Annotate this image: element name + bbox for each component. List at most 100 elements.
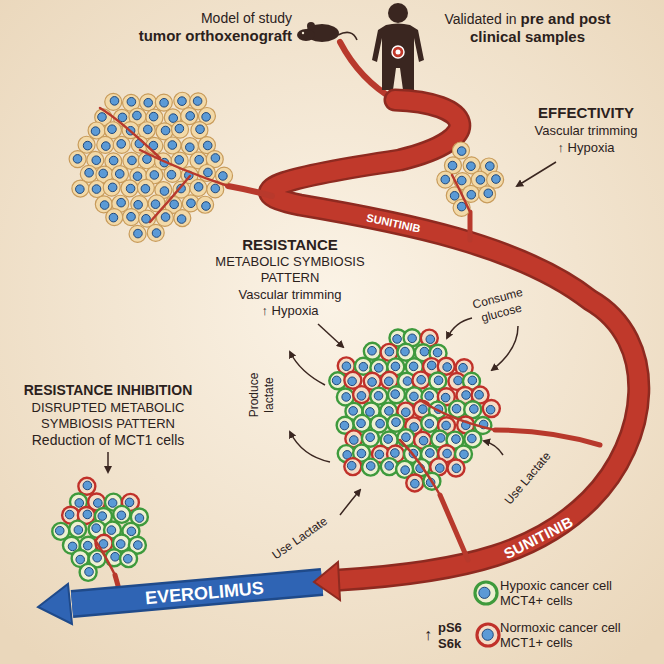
cell-nucleus bbox=[83, 541, 92, 550]
cancer-cell bbox=[452, 142, 469, 159]
vessel bbox=[150, 176, 190, 222]
cell-nucleus bbox=[457, 176, 466, 185]
cancer-cell bbox=[164, 137, 181, 154]
cell-nucleus bbox=[479, 587, 490, 598]
cell-nucleus bbox=[92, 524, 101, 533]
cell-nucleus bbox=[443, 363, 452, 372]
cell-nucleus bbox=[433, 348, 442, 357]
cell-nucleus bbox=[68, 542, 77, 551]
mouse-head bbox=[297, 29, 315, 41]
cancer-cell bbox=[190, 179, 207, 196]
cancer-cell bbox=[80, 564, 97, 581]
cell-nucleus bbox=[150, 171, 159, 180]
cancer-cell bbox=[406, 474, 423, 491]
cell-nucleus bbox=[460, 450, 469, 459]
cancer-cell bbox=[344, 458, 361, 475]
flow-arrow bbox=[492, 326, 518, 370]
cell-nucleus bbox=[187, 199, 196, 208]
cell-nucleus bbox=[452, 435, 461, 444]
cancer-cell bbox=[388, 386, 405, 403]
label: ↑ Hypoxia bbox=[557, 140, 614, 156]
cell-nucleus bbox=[92, 185, 101, 194]
cell-nucleus bbox=[144, 98, 153, 107]
label: METABOLIC SYMBIOSIS PATTERN bbox=[195, 254, 385, 286]
cell-nucleus bbox=[117, 511, 126, 520]
cell-nucleus bbox=[116, 540, 125, 549]
cell-nucleus bbox=[359, 362, 368, 371]
cell-nucleus bbox=[452, 464, 461, 473]
cell-nucleus bbox=[108, 499, 117, 508]
label: pS6 S6k bbox=[438, 620, 462, 652]
arrowhead bbox=[38, 584, 72, 624]
cancer-cell bbox=[448, 460, 465, 477]
cell-nucleus bbox=[368, 378, 377, 387]
cell-nucleus bbox=[109, 213, 118, 222]
cell-nucleus bbox=[457, 202, 466, 211]
cancer-cell bbox=[353, 386, 370, 403]
cell-nucleus bbox=[149, 112, 158, 121]
inner-vessels bbox=[95, 108, 495, 575]
cell-nucleus bbox=[462, 391, 471, 400]
cell-nucleus bbox=[441, 175, 450, 184]
mouse-tail bbox=[338, 32, 357, 40]
cell-nucleus bbox=[108, 183, 117, 192]
vessel bbox=[100, 108, 160, 158]
cell-nucleus bbox=[133, 111, 142, 120]
cancer-cell bbox=[113, 136, 130, 153]
label: Reduction of MCT1 cells bbox=[32, 432, 185, 449]
cancer-cell bbox=[106, 209, 123, 226]
flow-arrow bbox=[340, 490, 360, 515]
cell-nucleus bbox=[175, 156, 184, 165]
cell-nucleus bbox=[425, 392, 434, 401]
cell-nucleus bbox=[452, 404, 461, 413]
cancer-cell bbox=[174, 92, 191, 109]
cancer-cell bbox=[381, 458, 398, 475]
cell-nucleus bbox=[426, 449, 435, 458]
cell-nucleus bbox=[204, 168, 213, 177]
cell-nucleus bbox=[117, 198, 126, 207]
cell-nucleus bbox=[111, 552, 120, 561]
cell-nucleus bbox=[408, 334, 417, 343]
cell-nucleus bbox=[186, 143, 195, 152]
cancer-cell bbox=[78, 478, 95, 495]
cell-nucleus bbox=[368, 346, 377, 355]
cell-nucleus bbox=[366, 433, 375, 442]
cell-nucleus bbox=[83, 141, 92, 150]
cell-nucleus bbox=[186, 112, 195, 121]
label: Validated in bbox=[444, 11, 516, 27]
cell-nucleus bbox=[202, 202, 211, 211]
cell-nucleus bbox=[92, 156, 101, 165]
cancer-cell bbox=[137, 179, 154, 196]
cell-nucleus bbox=[411, 479, 420, 488]
vessel-road bbox=[270, 100, 639, 580]
cancer-cell bbox=[147, 224, 164, 241]
cell-nucleus bbox=[85, 168, 94, 177]
flow-arrow bbox=[447, 318, 472, 338]
cancer-cell bbox=[140, 94, 157, 111]
cell-nucleus bbox=[392, 418, 401, 427]
label: SUNITINIB bbox=[365, 210, 422, 235]
cell-nucleus bbox=[450, 191, 459, 200]
cell-nucleus bbox=[467, 162, 476, 171]
arrowhead bbox=[314, 562, 340, 600]
cell-nucleus bbox=[409, 362, 418, 371]
cell-nucleus bbox=[402, 433, 411, 442]
cell-nucleus bbox=[475, 390, 484, 399]
cell-nucleus bbox=[468, 434, 477, 443]
cancer-cell bbox=[97, 136, 114, 153]
cancer-cell bbox=[429, 372, 446, 389]
cell-nucleus bbox=[125, 498, 134, 507]
cell-nucleus bbox=[401, 347, 410, 356]
cell-nucleus bbox=[448, 161, 457, 170]
label: Produce lactate bbox=[247, 373, 277, 418]
cancer-cell bbox=[479, 186, 496, 203]
cell-nucleus bbox=[161, 213, 170, 222]
leader-arrow bbox=[318, 324, 343, 347]
cell-nucleus bbox=[486, 405, 495, 414]
cell-nucleus bbox=[470, 405, 479, 414]
cell-nucleus bbox=[83, 510, 92, 519]
cell-nucleus bbox=[170, 200, 179, 209]
cell-nucleus bbox=[135, 514, 144, 523]
